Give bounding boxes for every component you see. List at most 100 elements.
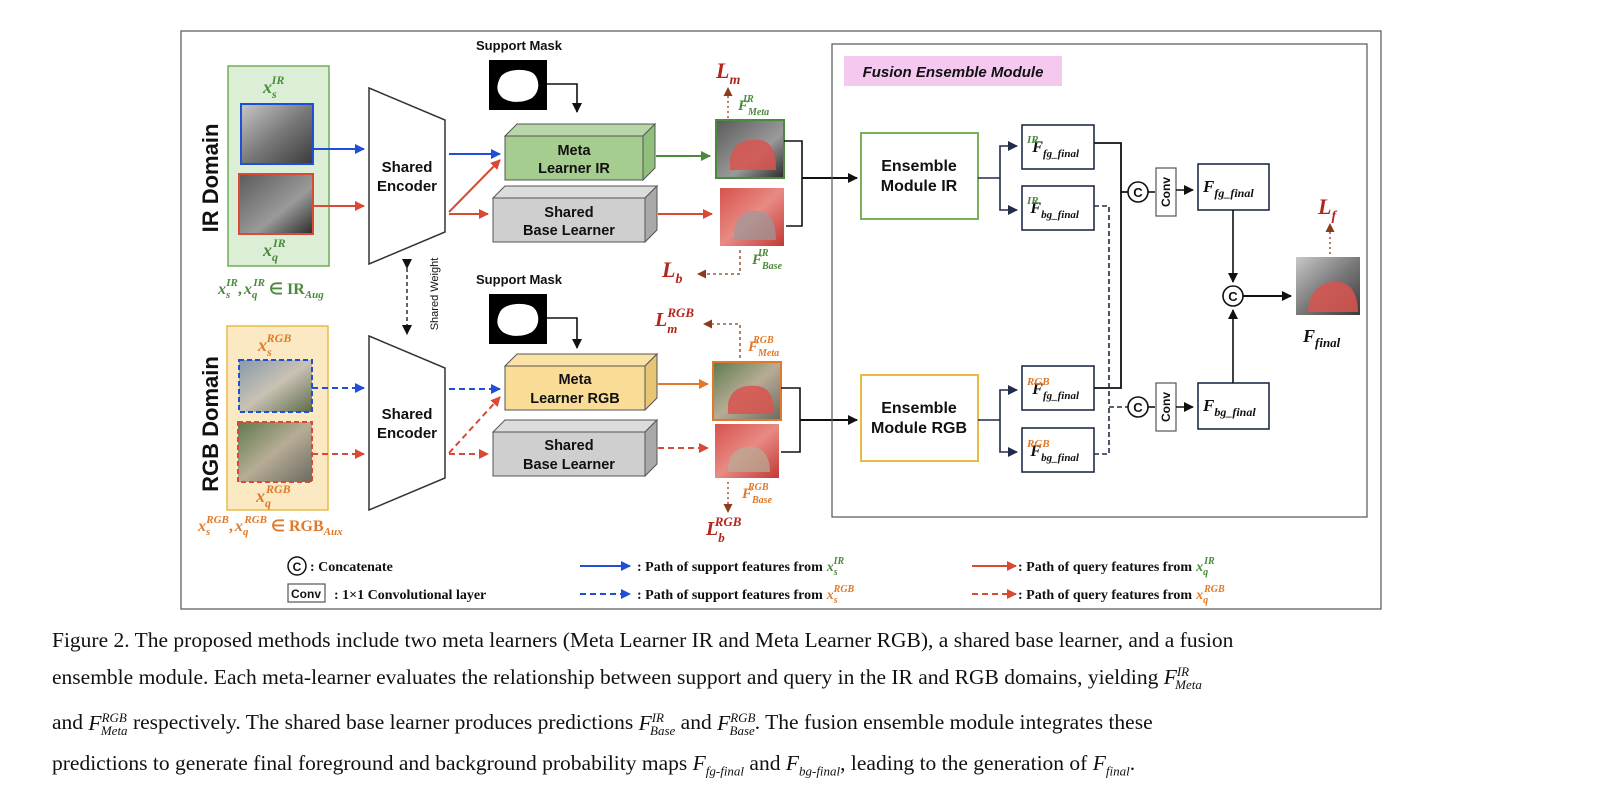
ens-rgb-out-bg	[999, 420, 1018, 457]
shared-base-learner-ir	[492, 197, 646, 243]
f-bg-final-box	[1197, 382, 1270, 430]
f-fg-final-rgb-box	[1021, 365, 1095, 411]
f-meta-rgb-label: FMetaRGB	[747, 335, 779, 359]
caption-line-4: predictions to generate final foreground…	[52, 750, 1136, 779]
base-learner-rgb-line1: Shared	[544, 438, 593, 454]
meta-learner-ir-line1: Meta	[557, 143, 591, 159]
bg-ir-to-concat	[1094, 205, 1128, 408]
ir-query-image	[238, 173, 314, 235]
f-base-ir-car	[734, 210, 776, 240]
f-meta-rgb-mask	[728, 385, 774, 414]
shared-encoder-ir	[368, 86, 446, 266]
base-learner-ir-top	[491, 185, 659, 199]
shared-encoder-ir-line2: Encoder	[377, 178, 437, 195]
legend-conv-text: : 1×1 Convolutional layer	[334, 588, 486, 603]
x-s-rgb-label: xsRGB	[257, 331, 291, 359]
support-mask-rgb-blob	[497, 303, 539, 336]
shared-encoder-ir-line1: Shared	[382, 159, 433, 176]
support-mask-rgb-arrow	[547, 317, 582, 349]
concat-fg-symbol: C	[1133, 185, 1143, 200]
ir-domain-label: IR Domain	[198, 124, 223, 233]
support-mask-ir-blob	[497, 69, 539, 102]
meta-learner-rgb	[504, 365, 646, 411]
meta-learner-rgb-line1: Meta	[558, 372, 592, 388]
fusion-module-title: Fusion Ensemble Module	[863, 64, 1044, 81]
conv-bg-label: Conv	[1159, 392, 1173, 422]
f-fg-final-ir-box	[1021, 124, 1095, 170]
ensemble-ir-line2: Module IR	[881, 178, 958, 195]
loss-l-m-rgb: LmRGB	[654, 305, 694, 336]
base-learner-rgb-line2: Base Learner	[523, 457, 615, 473]
ens-ir-out-bg	[999, 178, 1018, 215]
caption-line-1: Figure 2. The proposed methods include t…	[52, 628, 1234, 652]
f-final-mask	[1308, 281, 1358, 312]
concat-final-symbol: C	[1228, 289, 1238, 304]
meta-learner-ir-line2: Learner IR	[538, 161, 610, 177]
ir-support-image	[240, 103, 314, 165]
conv-fg-label: Conv	[1159, 177, 1173, 207]
shared-encoder-rgb	[368, 334, 446, 512]
rgb-query-image	[237, 421, 313, 483]
ensemble-ir-line1: Ensemble	[881, 158, 957, 175]
f-bg-final-ir-box	[1021, 185, 1095, 231]
fusion-module-title-bg	[844, 56, 1062, 86]
meta-learner-ir-top	[503, 123, 657, 137]
ir-merge-bracket	[784, 140, 803, 227]
x-s-ir-label: xsIR	[262, 73, 284, 101]
f-bg-final-rgb-box	[1021, 427, 1095, 473]
ensemble-rgb-line2: Module RGB	[871, 420, 967, 437]
legend-concat-text: : Concatenate	[310, 560, 393, 575]
base-learner-rgb-top	[491, 419, 659, 433]
legend-conv-box-label: Conv	[291, 587, 321, 601]
loss-l-m: Lm	[715, 58, 740, 88]
f-meta-ir-mask	[730, 139, 776, 170]
encoder-ir-query-out	[448, 159, 501, 213]
ensemble-module-rgb	[860, 374, 979, 462]
x-q-rgb-label: xqRGB	[255, 482, 291, 510]
conv-fg	[1155, 167, 1177, 217]
f-base-ir-label: FBaseIR	[751, 248, 783, 272]
base-learner-ir-line2: Base Learner	[523, 223, 615, 239]
method-diagram: IR Domain xsIR xqIR xsIR,xqIR∈IRAug Shar…	[180, 30, 1382, 610]
f-final-label: Ffinal	[1302, 326, 1341, 350]
meta-learner-rgb-top	[503, 353, 659, 367]
meta-learner-rgb-line2: Learner RGB	[530, 391, 619, 407]
rgb-domain-label: RGB Domain	[198, 356, 223, 492]
loss-l-b: Lb	[661, 257, 682, 287]
caption-line-2: ensemble module. Each meta-learner evalu…	[52, 664, 1202, 693]
f-fg-final-rgb-label: Ffg_finalRGB	[1026, 376, 1080, 402]
shared-encoder-rgb-line1: Shared	[382, 406, 433, 423]
meta-learner-ir	[504, 135, 644, 181]
rgb-support-image	[238, 359, 313, 413]
rgb-aux-set-label: xsRGB,xqRGB∈RGBAux	[197, 514, 343, 538]
ens-rgb-out-fg	[999, 385, 1018, 420]
support-mask-ir-arrow	[547, 83, 582, 113]
f-base-rgb-car	[728, 446, 770, 472]
shared-base-learner-rgb	[492, 431, 646, 477]
f-bg-final-label: Fbg_final	[1202, 396, 1256, 419]
loss-l-b-arrow	[697, 250, 741, 279]
f-bg-final-rgb-label: Fbg_finalRGB	[1026, 438, 1080, 464]
f-base-rgb-label: FBaseRGB	[741, 482, 773, 506]
fusion-ensemble-module	[831, 43, 1368, 518]
shared-weight-label: Shared Weight	[429, 258, 441, 331]
loss-l-m-rgb-arrow	[703, 319, 741, 358]
f-bg-final-ir-label: Fbg_finalIR	[1026, 195, 1080, 221]
x-q-ir-label: xqIR	[262, 236, 286, 264]
ensemble-module-ir	[860, 132, 979, 220]
f-fg-final-ir-label: Ffg_finalIR	[1026, 134, 1080, 160]
ensemble-rgb-line1: Ensemble	[881, 400, 957, 417]
ens-ir-out-fg	[999, 141, 1018, 178]
caption-line-3: and FRGBMeta respectively. The shared ba…	[52, 709, 1153, 738]
support-mask-rgb-label: Support Mask	[476, 272, 563, 287]
f-fg-final-label: Ffg_final	[1202, 177, 1254, 200]
base-learner-ir-line1: Shared	[544, 205, 593, 221]
loss-l-b-rgb: LbRGB	[705, 514, 742, 545]
fg-rgb-to-concat	[1094, 192, 1122, 389]
shared-encoder-rgb-line2: Encoder	[377, 425, 437, 442]
concat-bg-symbol: C	[1133, 400, 1143, 415]
